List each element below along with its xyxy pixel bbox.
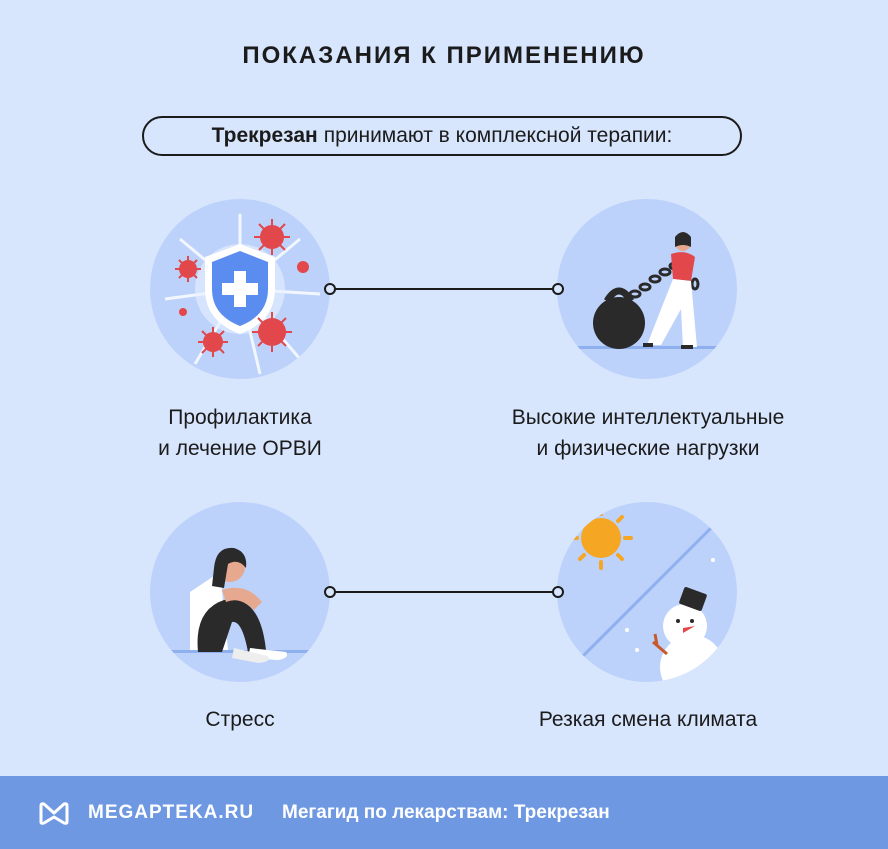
caption-orvi: Профилактика и лечение ОРВИ (100, 402, 380, 464)
connector-dot (552, 283, 564, 295)
caption-line: Профилактика (168, 406, 312, 429)
connector-dot (552, 586, 564, 598)
stressed-person-icon (150, 502, 330, 682)
kettlebell-chain-woman-icon (557, 199, 737, 379)
caption-climate: Резкая смена климата (468, 704, 828, 735)
megapteka-logo-icon[interactable] (38, 800, 70, 826)
brand-link[interactable]: MEGAPTEKA.RU (88, 801, 255, 823)
connector-line-bottom (331, 591, 558, 593)
page-title: ПОКАЗАНИЯ К ПРИМЕНЕНИЮ (242, 42, 646, 69)
caption-loads: Высокие интеллектуальные и физические на… (468, 402, 828, 464)
subtitle-text: принимают в комплексной терапии: (323, 124, 673, 147)
caption-line: и лечение ОРВИ (158, 437, 322, 460)
subtitle-pill: Трекрезан принимают в комплексной терапи… (142, 116, 742, 156)
shield-virus-icon (150, 199, 330, 379)
footer-bar: MEGAPTEKA.RU Мегагид по лекарствам: Трек… (0, 776, 888, 849)
connector-dot (324, 283, 336, 295)
connector-line-top (331, 288, 558, 290)
connector-dot (324, 586, 336, 598)
caption-line: Высокие интеллектуальные (511, 406, 785, 429)
guide-link[interactable]: Мегагид по лекарствам: Трекрезан (282, 801, 610, 823)
caption-stress: Стресс (100, 704, 380, 735)
caption-line: Стресс (205, 708, 275, 731)
caption-line: Резкая смена климата (538, 708, 758, 731)
caption-line: и физические нагрузки (536, 437, 760, 460)
sun-snowman-icon (557, 502, 737, 682)
product-name: Трекрезан (211, 124, 318, 147)
